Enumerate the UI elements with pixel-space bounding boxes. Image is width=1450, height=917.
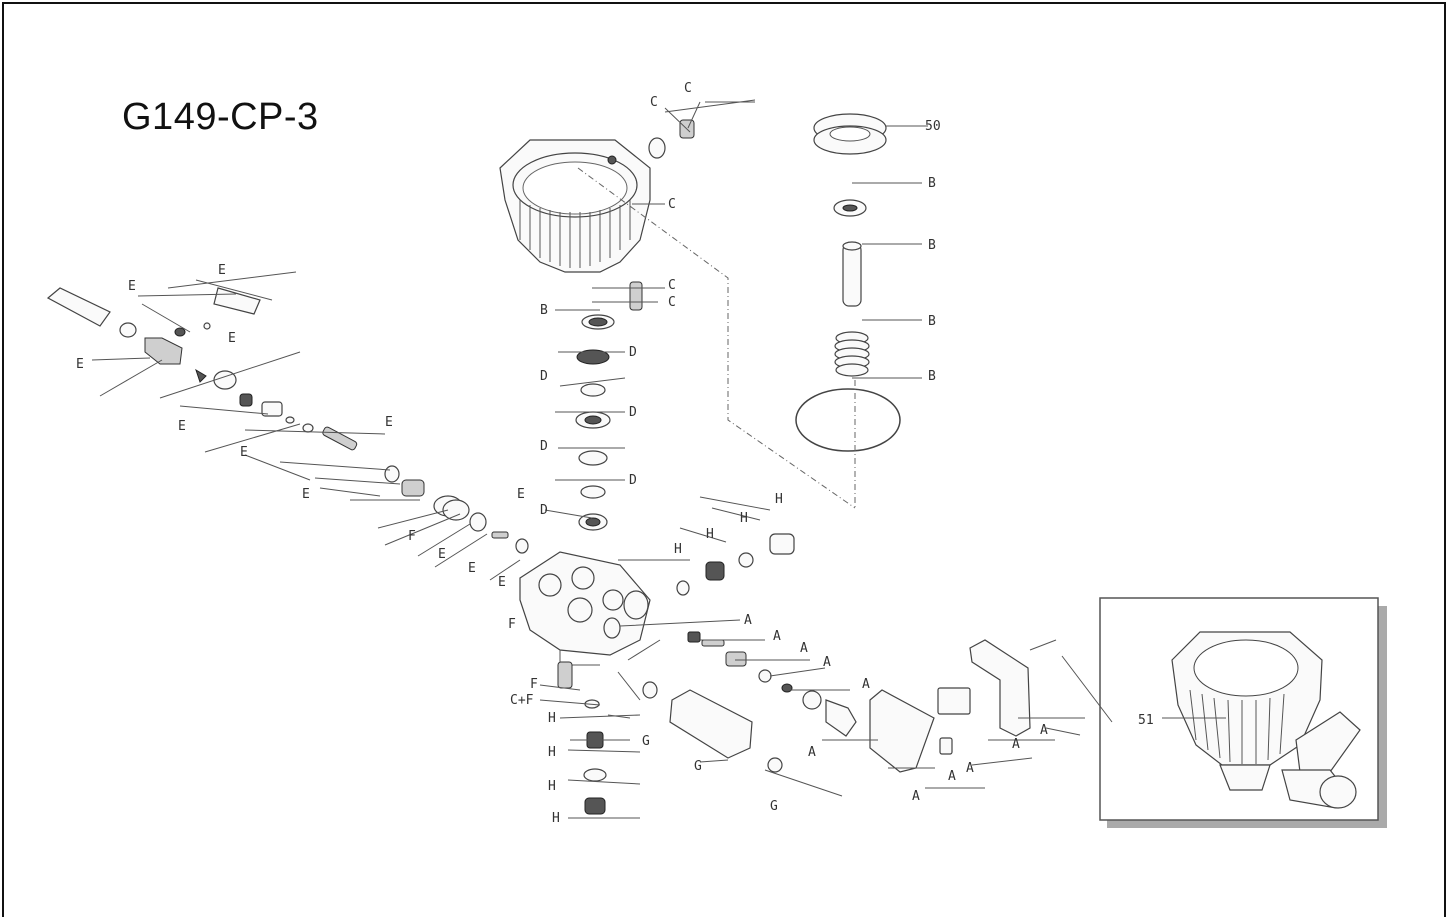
label-f: F <box>530 677 538 692</box>
cover-plate-a <box>969 639 1057 737</box>
label-a: A <box>966 761 974 776</box>
label-e: E <box>385 415 393 430</box>
piston-b <box>842 241 862 307</box>
label-e: E <box>218 263 226 278</box>
label-a: A <box>773 629 781 644</box>
label-a: A <box>800 641 808 656</box>
label-c: C <box>668 295 676 310</box>
label-h: H <box>674 542 682 557</box>
manifold-fittings <box>557 661 658 815</box>
label-b: B <box>928 238 936 253</box>
label-e: E <box>517 487 525 502</box>
label-b: B <box>928 314 936 329</box>
label-e: E <box>468 561 476 576</box>
inset-callout-label: 51 <box>1138 713 1154 728</box>
diagram-title: G149-CP-3 <box>122 96 319 138</box>
label-e: E <box>178 419 186 434</box>
label-a: A <box>948 769 956 784</box>
label-e: E <box>240 445 248 460</box>
label-a: A <box>862 677 870 692</box>
label-a: A <box>1012 737 1020 752</box>
label-e: E <box>498 575 506 590</box>
label-e: E <box>438 547 446 562</box>
label-b: B <box>540 303 548 318</box>
label-e: E <box>76 357 84 372</box>
label-d: D <box>629 405 637 420</box>
part-labels: C C 50 B C B C C B B D D B D D D D E E E… <box>76 81 1048 826</box>
label-g: G <box>770 799 778 814</box>
label-c-plus-f: C+F <box>510 693 534 708</box>
thrust-bearing <box>813 113 887 155</box>
label-a: A <box>808 745 816 760</box>
label-d: D <box>540 503 548 518</box>
label-e: E <box>128 279 136 294</box>
label-b: B <box>928 176 936 191</box>
label-g: G <box>694 759 702 774</box>
thermal-valve-a <box>869 687 971 773</box>
inlet-pipe-g <box>669 689 783 773</box>
assembly-axis-line <box>577 167 856 509</box>
label-e: E <box>302 487 310 502</box>
label-g: G <box>642 734 650 749</box>
label-b: B <box>928 369 936 384</box>
washer-b <box>833 199 867 217</box>
label-h: H <box>706 527 714 542</box>
outlet-fitting-h <box>676 533 795 596</box>
label-50: 50 <box>925 119 941 134</box>
top-seals <box>648 119 695 159</box>
label-a: A <box>1040 723 1048 738</box>
label-c: C <box>684 81 692 96</box>
label-d: D <box>629 345 637 360</box>
label-f: F <box>408 529 416 544</box>
label-h: H <box>548 745 556 760</box>
leader-lines <box>91 99 1113 819</box>
label-d: D <box>540 369 548 384</box>
unloader-assembly <box>46 287 529 554</box>
pump-manifold <box>519 551 651 666</box>
label-a: A <box>823 655 831 670</box>
d-part-stack <box>575 349 611 531</box>
label-a: A <box>912 789 920 804</box>
assembled-pump-image <box>1171 631 1361 809</box>
label-h: H <box>775 492 783 507</box>
label-c: C <box>668 278 676 293</box>
label-f: F <box>508 617 516 632</box>
label-h: H <box>548 779 556 794</box>
crankcase-housing <box>499 139 651 273</box>
large-o-ring <box>795 388 901 452</box>
label-a: A <box>744 613 752 628</box>
label-h: H <box>740 511 748 526</box>
label-e: E <box>228 331 236 346</box>
a-valve-parts <box>687 631 857 737</box>
label-d: D <box>540 439 548 454</box>
spring-b <box>834 331 870 377</box>
label-h: H <box>552 811 560 826</box>
label-h: H <box>548 711 556 726</box>
connecting-rod <box>581 281 643 330</box>
label-d: D <box>629 473 637 488</box>
label-c: C <box>668 197 676 212</box>
label-c: C <box>650 95 658 110</box>
